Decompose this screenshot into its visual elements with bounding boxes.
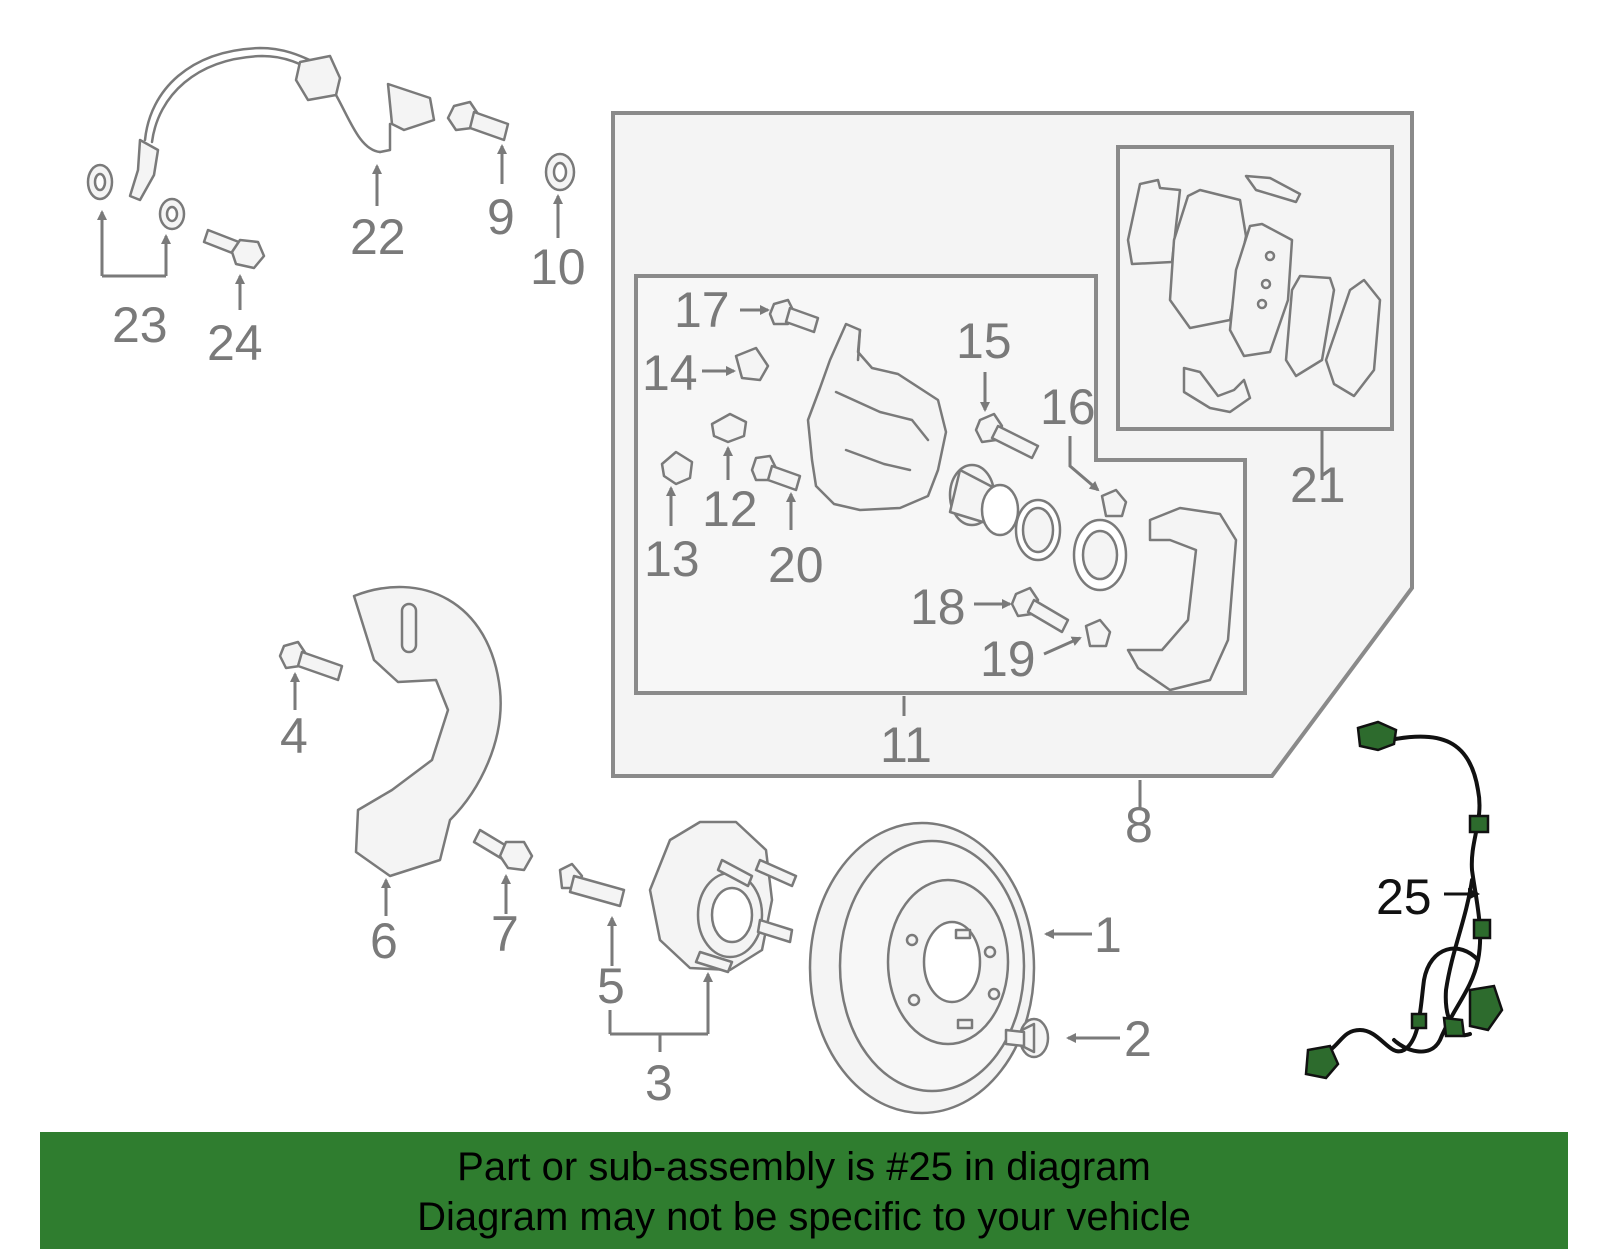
boot-part [1084, 618, 1112, 648]
bleeder-cap-part [660, 450, 694, 486]
wheel-hub-part [648, 820, 798, 974]
splash-shield-part [352, 585, 502, 878]
callout-15: 15 [956, 313, 1012, 369]
callout-1: 1 [1094, 907, 1122, 963]
callout-16: 16 [1040, 379, 1096, 435]
callout-17: 17 [674, 282, 730, 338]
callout-7: 7 [491, 906, 519, 962]
callout-11: 11 [880, 717, 932, 773]
callout-22: 22 [350, 209, 406, 265]
callout-20: 20 [768, 537, 824, 593]
bolt-part [472, 828, 534, 872]
bolt-part [768, 298, 820, 334]
abs-sensor-part-highlighted [1304, 720, 1504, 1080]
dust-boot-part [1072, 518, 1128, 592]
caliper-piston-part [948, 463, 1020, 537]
guide-pin-part [974, 412, 1040, 460]
bleeder-screw-part [710, 412, 748, 444]
callout-3: 3 [645, 1055, 673, 1111]
callout-23: 23 [112, 297, 168, 353]
callout-13: 13 [644, 531, 700, 587]
callout-21: 21 [1290, 457, 1346, 513]
cap-part [734, 346, 770, 382]
callout-10: 10 [530, 239, 586, 295]
info-banner: Part or sub-assembly is #25 in diagram D… [40, 1132, 1568, 1249]
brake-hose-part [128, 46, 436, 202]
caliper-bracket-part [1126, 506, 1238, 692]
callout-2: 2 [1124, 1011, 1152, 1067]
callout-4: 4 [280, 708, 308, 764]
bolt-part [446, 100, 510, 142]
brake-rotor-part [808, 821, 1036, 1115]
callout-18: 18 [910, 579, 966, 635]
bolt-part [202, 228, 266, 270]
callout-14: 14 [642, 345, 698, 401]
callout-6: 6 [370, 913, 398, 969]
banner-line-2: Diagram may not be specific to your vehi… [417, 1195, 1191, 1239]
piston-seal-part [1014, 498, 1062, 562]
callout-12: 12 [702, 481, 758, 537]
callout-24: 24 [207, 315, 263, 371]
callout-9: 9 [487, 189, 515, 245]
callout-25-highlighted: 25 [1376, 869, 1432, 925]
callout-19: 19 [980, 631, 1036, 687]
callout-8: 8 [1125, 797, 1153, 853]
brake-pads-part [1126, 174, 1382, 414]
caliper-body-part [806, 322, 948, 512]
rotor-screw-part [1004, 1017, 1050, 1059]
callout-5: 5 [597, 958, 625, 1014]
banner-line-1: Part or sub-assembly is #25 in diagram [457, 1145, 1151, 1189]
boot-part [1100, 488, 1128, 518]
bolt-part [750, 454, 802, 492]
guide-pin-part [1010, 586, 1070, 634]
wheel-stud-part [558, 862, 626, 908]
bolt-part [278, 640, 344, 682]
